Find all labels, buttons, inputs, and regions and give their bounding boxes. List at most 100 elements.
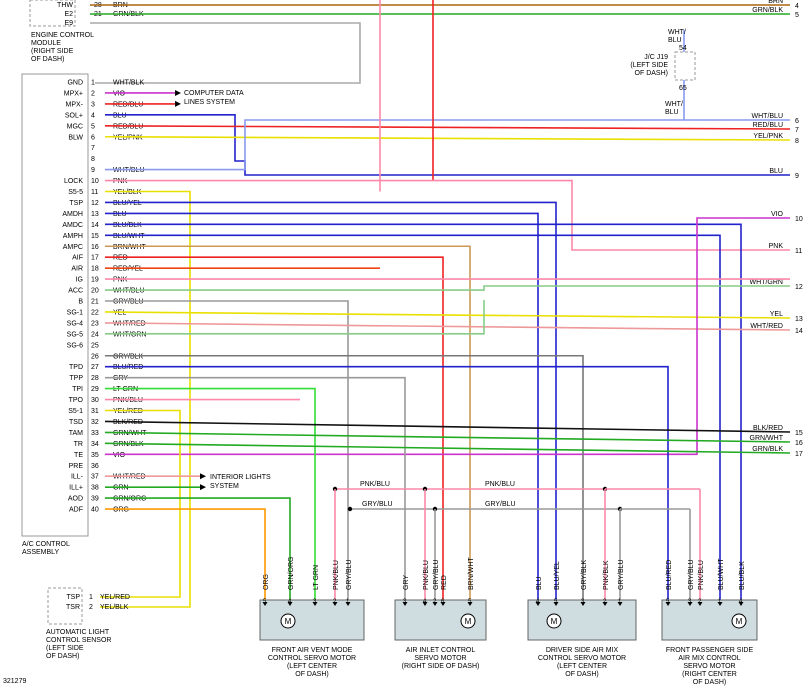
acca-wire-label: WHT/BLK <box>113 80 144 87</box>
mpx-note: LINES SYSTEM <box>184 99 235 106</box>
arrow-icon <box>200 473 206 480</box>
acca-wire-label: BLU <box>113 211 127 218</box>
acca-pin-signal: ADF <box>69 507 83 514</box>
acca-wire-label: BLU/YEL <box>113 200 142 207</box>
acca-pin-signal: LOCK <box>64 178 83 185</box>
acca-wire-label: RED/BLU <box>113 101 143 108</box>
acca-pin-signal: TR <box>74 441 83 448</box>
acca-pin-number: 23 <box>91 320 99 327</box>
right-edge-number: 7 <box>795 127 799 134</box>
wire-e9-gnd <box>90 22 361 84</box>
wire-tpd <box>105 365 669 600</box>
acca-pin-signal: ACC <box>68 288 83 295</box>
arrow-icon <box>200 484 206 491</box>
wire-amdc <box>105 223 742 600</box>
bus-pnk-blu-label: PNK/BLU <box>485 481 515 488</box>
acca-pin-signal: SG-5 <box>67 331 83 338</box>
motor-label: FRONT PASSENGER SIDE <box>666 647 754 654</box>
ill-note: INTERIOR LIGHTS <box>210 474 271 481</box>
diagram-id: 321279 <box>3 678 26 685</box>
right-edge-wire-label: GRN/BLK <box>752 446 783 453</box>
right-edge-wire-label: BLU <box>769 168 783 175</box>
motor-wire-label: BLU <box>536 576 543 590</box>
motor-label: OF DASH) <box>295 671 328 678</box>
acca-wire-label: BLU/WHT <box>113 233 145 240</box>
wire-mgc <box>104 125 791 130</box>
ecm-box <box>29 0 76 27</box>
acca-pin-number: 15 <box>91 233 99 240</box>
acca-wire-label: PNK <box>113 178 128 185</box>
acca-wire-label: WHT/BLU <box>113 288 145 295</box>
ecm-label: (RIGHT SIDE <box>31 48 74 55</box>
motor-wire-label: GRY <box>403 575 410 590</box>
acca-pin-number: 10 <box>91 178 99 185</box>
ecm-label: OF DASH) <box>31 56 64 63</box>
acca-pin-signal: TSD <box>69 419 83 426</box>
acca-pin-number: 38 <box>91 485 99 492</box>
motor-wire-label: BLU/BLK <box>739 561 746 590</box>
mpx-note: COMPUTER DATA <box>184 90 244 97</box>
motor-label: SERVO MOTOR <box>414 655 466 662</box>
jc-pin-bottom: 65 <box>679 85 687 92</box>
acca-wire-label: YEL/PNK <box>113 134 143 141</box>
acca-pin-signal: MPX+ <box>64 90 83 97</box>
acca-wire-label: GRY/BLU <box>113 299 144 306</box>
pin-arrow-icon <box>262 602 268 606</box>
acca-pin-signal: GND <box>67 80 83 87</box>
acca-pin-number: 12 <box>91 200 99 207</box>
motor-box-driver-mix-motor <box>527 599 637 641</box>
motor-box-front-vent-motor <box>259 599 365 641</box>
bus-pnk-blu-label: PNK/BLU <box>360 481 390 488</box>
right-edge-wire-label: GRN/BLK <box>752 7 783 14</box>
acca-pin-number: 22 <box>91 309 99 316</box>
right-edge-wire-label: PNK <box>769 243 784 250</box>
acca-pin-signal: AIR <box>71 266 83 273</box>
acca-pin-signal: S5-1 <box>68 408 83 415</box>
acca-pin-signal: S5-5 <box>68 189 83 196</box>
acca-pin-number: 9 <box>91 167 95 174</box>
acca-label: A/C CONTROL <box>22 541 70 548</box>
pin-arrow-icon <box>738 602 744 606</box>
wire-sg4 <box>104 322 791 331</box>
wire-aif <box>105 256 444 600</box>
acca-pin-signal: AMDC <box>62 222 83 229</box>
sensor-pin-signal: TSP <box>66 594 80 601</box>
pin-arrow-icon <box>617 602 623 606</box>
acca-wire-label: PNK <box>113 277 128 284</box>
acca-pin-number: 35 <box>91 452 99 459</box>
a-c-control-assembly-box <box>21 73 89 537</box>
right-edge-number: 11 <box>795 248 802 255</box>
right-edge-number: 8 <box>795 138 799 145</box>
acca-pin-number: 31 <box>91 408 99 415</box>
acca-pin-signal: ILL+ <box>69 485 83 492</box>
motor-wire-label: PNK/BLU <box>423 560 430 590</box>
motor-wire-label: ORG <box>263 574 270 590</box>
right-edge-number: 12 <box>795 284 803 291</box>
right-edge-number: 16 <box>795 440 803 447</box>
jc-top-wire-label: BLU <box>668 37 682 44</box>
bus-gry-blu-label: GRY/BLU <box>485 501 516 508</box>
motor-label: FRONT AIR VENT MODE <box>272 647 353 654</box>
pin-arrow-icon <box>553 602 559 606</box>
acca-wire-label: RED/BLU <box>113 123 143 130</box>
motor-wire-label: BLU/WHT <box>718 558 725 590</box>
motor-label: (RIGHT CENTER <box>682 671 737 678</box>
motor-icon <box>731 613 747 629</box>
sensor-label: CONTROL SENSOR <box>46 637 111 644</box>
right-edge-wire-label: YEL/PNK <box>753 133 783 140</box>
motor-label: (RIGHT SIDE OF DASH) <box>402 663 480 670</box>
motor-wire-label: BRN/WHT <box>468 557 475 590</box>
right-edge-wire-label: RED/BLU <box>753 122 783 129</box>
acca-wire-label: ORG <box>113 507 129 514</box>
right-edge-wire-label: BLK/RED <box>753 425 783 432</box>
motor-symbol: M <box>736 617 743 626</box>
wire-tsd <box>104 420 791 433</box>
sensor-box <box>47 587 83 625</box>
motor-icon <box>460 613 476 629</box>
acca-pin-number: 4 <box>91 112 95 119</box>
acca-wire-label: WHT/BLU <box>113 167 145 174</box>
junction-dot <box>347 506 353 512</box>
wire-aod <box>105 497 291 600</box>
right-edge-wire-label: YEL <box>770 311 783 318</box>
wire-acc <box>105 285 790 291</box>
